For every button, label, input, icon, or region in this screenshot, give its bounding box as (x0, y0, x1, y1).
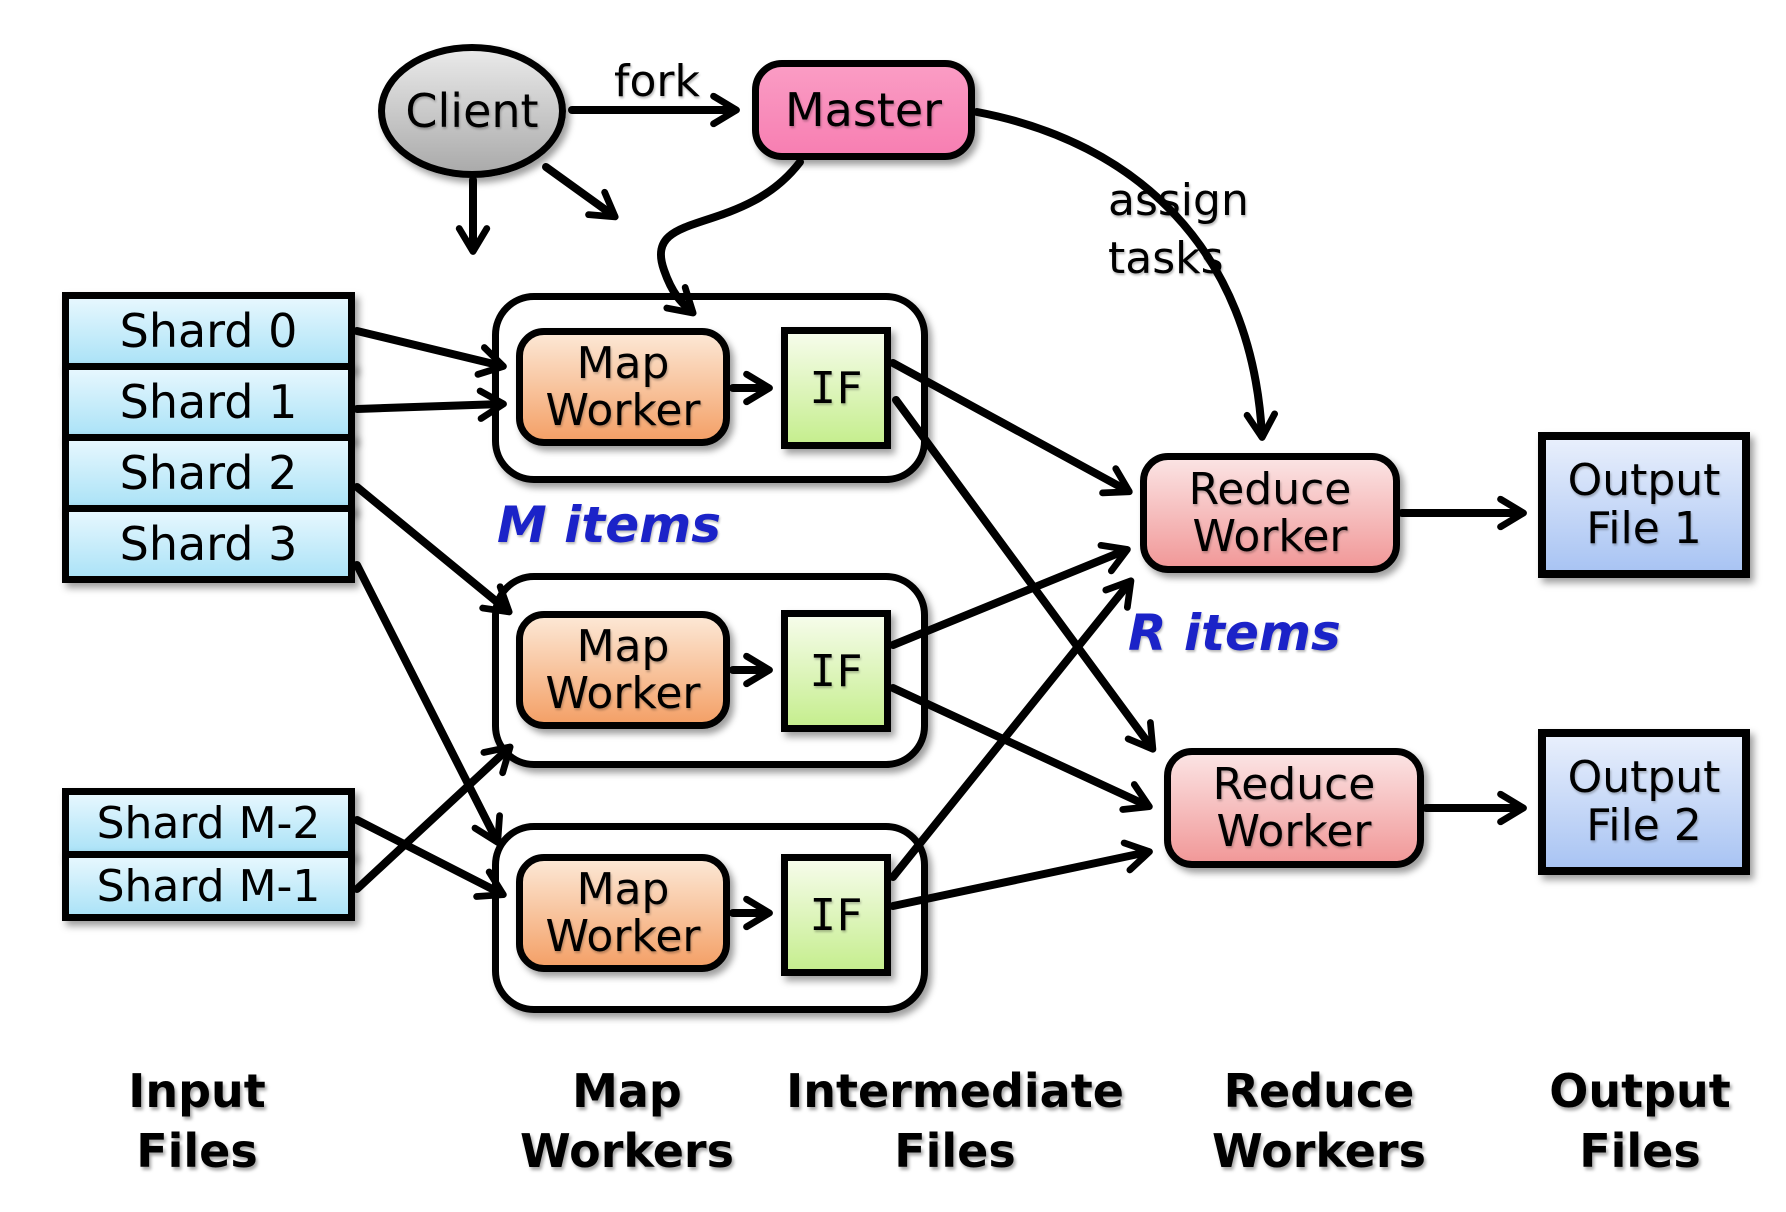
intermediate-file-2-label: IF (809, 645, 863, 697)
master-label: Master (784, 83, 943, 137)
column-label-input-files: Input Files (128, 1064, 266, 1178)
master-node: Master (752, 60, 975, 160)
shard-3-label: Shard 3 (119, 517, 298, 571)
intermediate-file-1: IF (781, 327, 891, 449)
m-items-annotation: M items (497, 496, 721, 554)
map-worker-1: Map Worker (516, 328, 730, 446)
shard-3: Shard 3 (62, 505, 355, 583)
output-file-2: Output File 2 (1538, 729, 1750, 875)
arrow-client-diagonal (542, 163, 619, 221)
intermediate-file-3-label: IF (809, 889, 863, 941)
r-items-annotation: R items (1128, 604, 1341, 662)
shard-m1: Shard M-1 (62, 851, 355, 921)
column-label-map-workers: Map Workers (519, 1064, 735, 1178)
output-file-1-label: Output File 1 (1567, 454, 1721, 554)
client-label: Client (405, 84, 539, 138)
arrow-if3-reduce1 (889, 577, 1135, 881)
input-shard-stack-top: Shard 0 Shard 1 Shard 2 Shard 3 (62, 292, 355, 583)
arrow-master-mapworker1 (657, 158, 804, 317)
shard-1: Shard 1 (62, 363, 355, 441)
shard-m2: Shard M-2 (62, 788, 355, 858)
intermediate-file-2: IF (781, 610, 891, 732)
assign-tasks-edge-label: assign tasks (1108, 175, 1249, 285)
reduce-worker-1-label: Reduce Worker (1188, 463, 1352, 562)
reduce-worker-2: Reduce Worker (1164, 748, 1424, 868)
arrow-if3-reduce2 (889, 839, 1153, 910)
arrow-shard2-mapworker2 (353, 483, 513, 616)
column-label-reduce-workers: Reduce Workers (1211, 1064, 1427, 1178)
output-file-1: Output File 1 (1538, 432, 1750, 578)
arrow-if2-reduce2 (889, 684, 1153, 813)
reduce-worker-2-label: Reduce Worker (1212, 758, 1376, 857)
arrow-shard0-mapworker1 (353, 327, 507, 378)
input-shard-stack-bottom: Shard M-2 Shard M-1 (62, 788, 355, 921)
map-worker-3: Map Worker (516, 854, 730, 972)
intermediate-file-3: IF (781, 854, 891, 976)
map-worker-2-label: Map Worker (545, 620, 701, 719)
arrow-if1-reduce2 (892, 396, 1157, 753)
column-label-output-files: Output Files (1549, 1064, 1731, 1178)
column-label-intermediate-files: Intermediate Files (786, 1064, 1124, 1178)
shard-2-label: Shard 2 (119, 446, 298, 500)
shard-0: Shard 0 (62, 292, 355, 370)
fork-edge-label: fork (614, 56, 700, 107)
shard-1-label: Shard 1 (119, 375, 298, 429)
client-node: Client (378, 44, 566, 178)
output-file-2-label: Output File 2 (1567, 751, 1721, 851)
arrow-shard1-mapworker1 (353, 387, 507, 422)
intermediate-file-1-label: IF (809, 362, 863, 414)
shard-m1-label: Shard M-1 (96, 860, 321, 912)
arrow-shardM2-mapworker3 (353, 816, 507, 900)
map-worker-2: Map Worker (516, 611, 730, 729)
arrow-shard3-mapworker3 (353, 561, 503, 846)
shard-0-label: Shard 0 (119, 304, 298, 358)
reduce-worker-1: Reduce Worker (1140, 453, 1400, 573)
map-worker-3-label: Map Worker (545, 863, 701, 962)
map-worker-1-label: Map Worker (545, 337, 701, 436)
arrow-if1-reduce1 (889, 359, 1133, 497)
shard-m2-label: Shard M-2 (96, 797, 321, 849)
shard-2: Shard 2 (62, 434, 355, 512)
arrow-shardM1-mapworker2 (353, 743, 514, 893)
